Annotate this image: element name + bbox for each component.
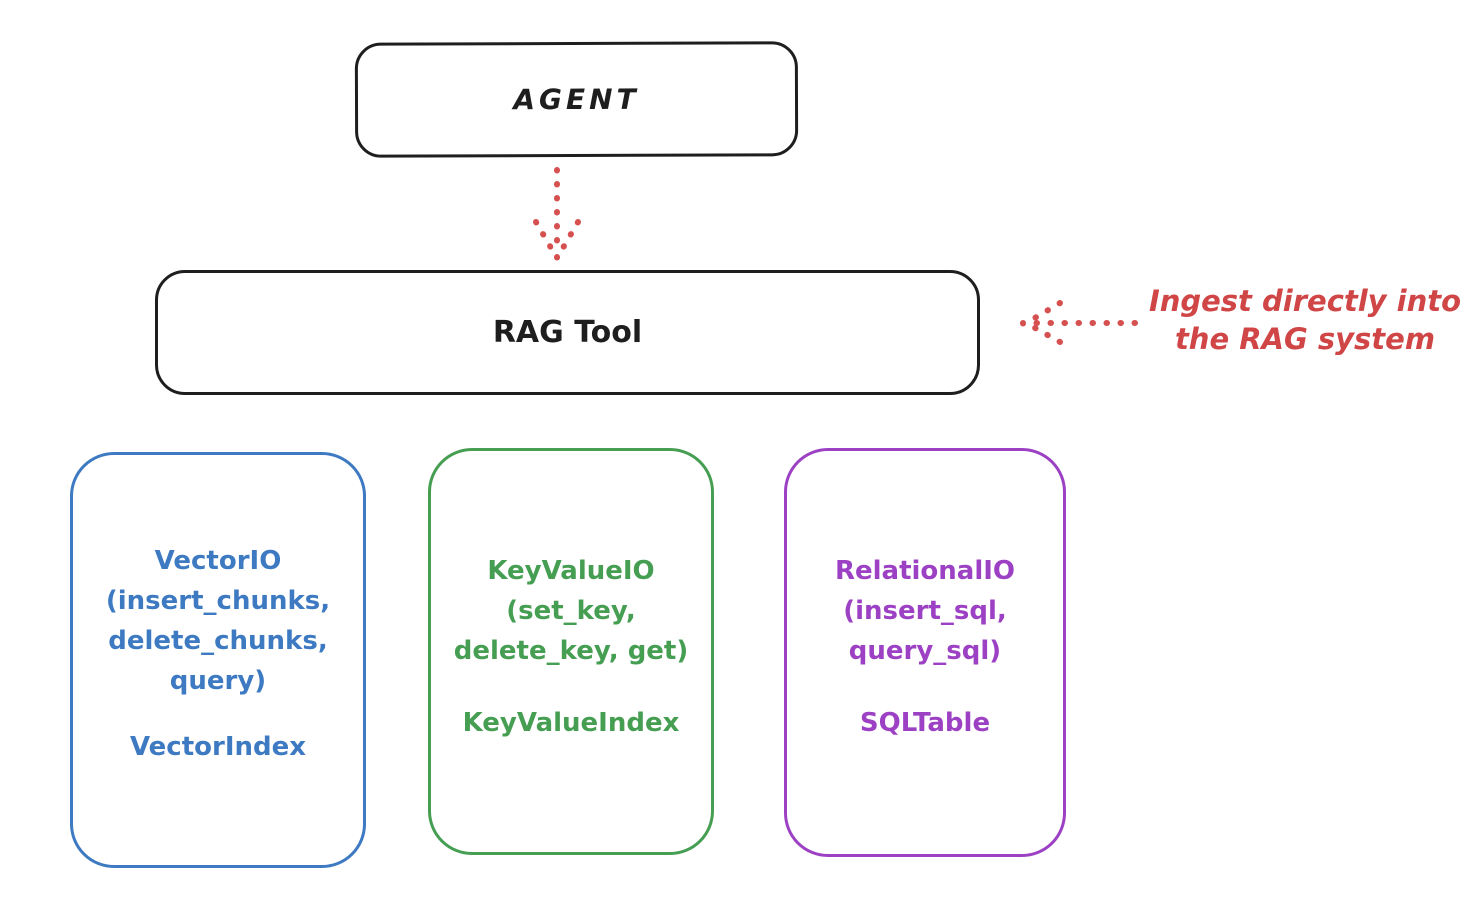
vector-index-label: VectorIndex bbox=[129, 732, 307, 762]
io-line: VectorIO bbox=[154, 546, 282, 576]
annotation-line-1: Ingest directly into bbox=[1148, 284, 1462, 318]
relational-io-box: RelationalIO (insert_sql, query_sql) SQL… bbox=[784, 448, 1066, 857]
io-line: RelationalIO bbox=[834, 556, 1016, 586]
annotation-text: Ingest directly into the RAG system bbox=[1130, 282, 1480, 358]
annotation-arrow bbox=[1020, 300, 1138, 345]
annotation-line-2: the RAG system bbox=[1174, 322, 1436, 356]
io-line: (insert_chunks, bbox=[105, 586, 331, 616]
agent-box: AGENT bbox=[354, 41, 799, 158]
io-line: (insert_sql, bbox=[843, 596, 1007, 626]
io-line: query) bbox=[169, 666, 267, 696]
io-line: delete_chunks, bbox=[108, 626, 328, 656]
agent-to-ragtool-arrow bbox=[533, 167, 581, 261]
rag-tool-label: RAG Tool bbox=[492, 315, 643, 350]
rag-tool-box: RAG Tool bbox=[155, 270, 980, 395]
io-line: (set_key, bbox=[506, 596, 636, 626]
io-line: KeyValueIO bbox=[487, 556, 655, 586]
io-line: delete_key, get) bbox=[453, 636, 689, 666]
agent-label: AGENT bbox=[513, 82, 640, 117]
vector-io-methods: VectorIO (insert_chunks, delete_chunks, … bbox=[106, 541, 330, 701]
keyvalue-index-label: KeyValueIndex bbox=[462, 708, 680, 738]
sql-table-label: SQLTable bbox=[859, 708, 991, 738]
keyvalue-io-box: KeyValueIO (set_key, delete_key, get) Ke… bbox=[428, 448, 714, 855]
vector-io-box: VectorIO (insert_chunks, delete_chunks, … bbox=[70, 452, 366, 868]
keyvalue-io-methods: KeyValueIO (set_key, delete_key, get) bbox=[454, 551, 689, 671]
relational-io-methods: RelationalIO (insert_sql, query_sql) bbox=[835, 551, 1015, 671]
io-line: query_sql) bbox=[848, 636, 1002, 666]
